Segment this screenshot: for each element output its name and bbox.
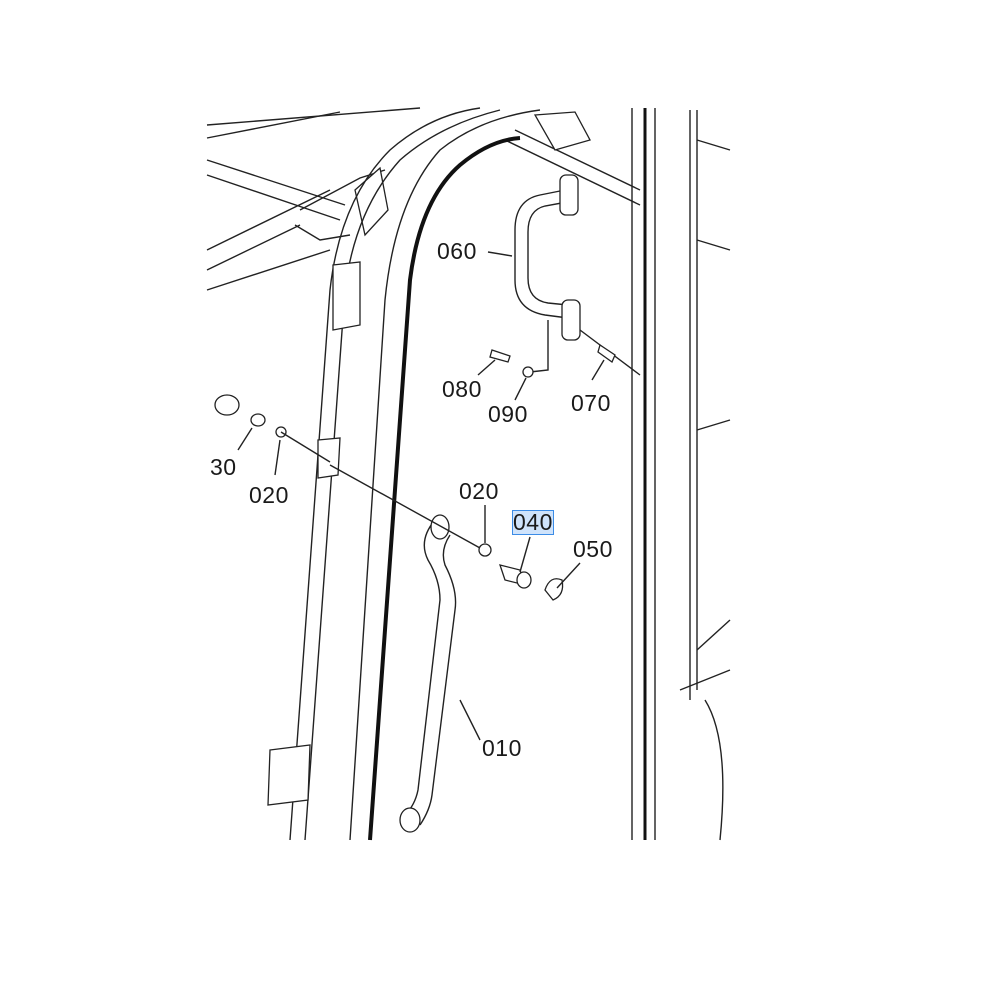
- part-label-050[interactable]: 050: [573, 536, 613, 562]
- handle-060: [514, 174, 641, 376]
- part-label-060[interactable]: 060: [437, 238, 477, 264]
- part-label-080[interactable]: 080: [442, 376, 482, 402]
- leader-lines: [237, 251, 605, 741]
- part-label-040-highlighted[interactable]: 040: [512, 509, 554, 535]
- part-label-070[interactable]: 070: [571, 390, 611, 416]
- handle-010: [329, 464, 481, 833]
- small-parts: [214, 343, 616, 601]
- part-label-020-right[interactable]: 020: [459, 478, 499, 504]
- part-label-020-left[interactable]: 020: [249, 482, 289, 508]
- part-label-090[interactable]: 090: [488, 401, 528, 427]
- part-label-010[interactable]: 010: [482, 735, 522, 761]
- right-pillar: [631, 108, 731, 841]
- door-frame: [267, 107, 541, 841]
- part-label-030[interactable]: 30: [210, 454, 237, 480]
